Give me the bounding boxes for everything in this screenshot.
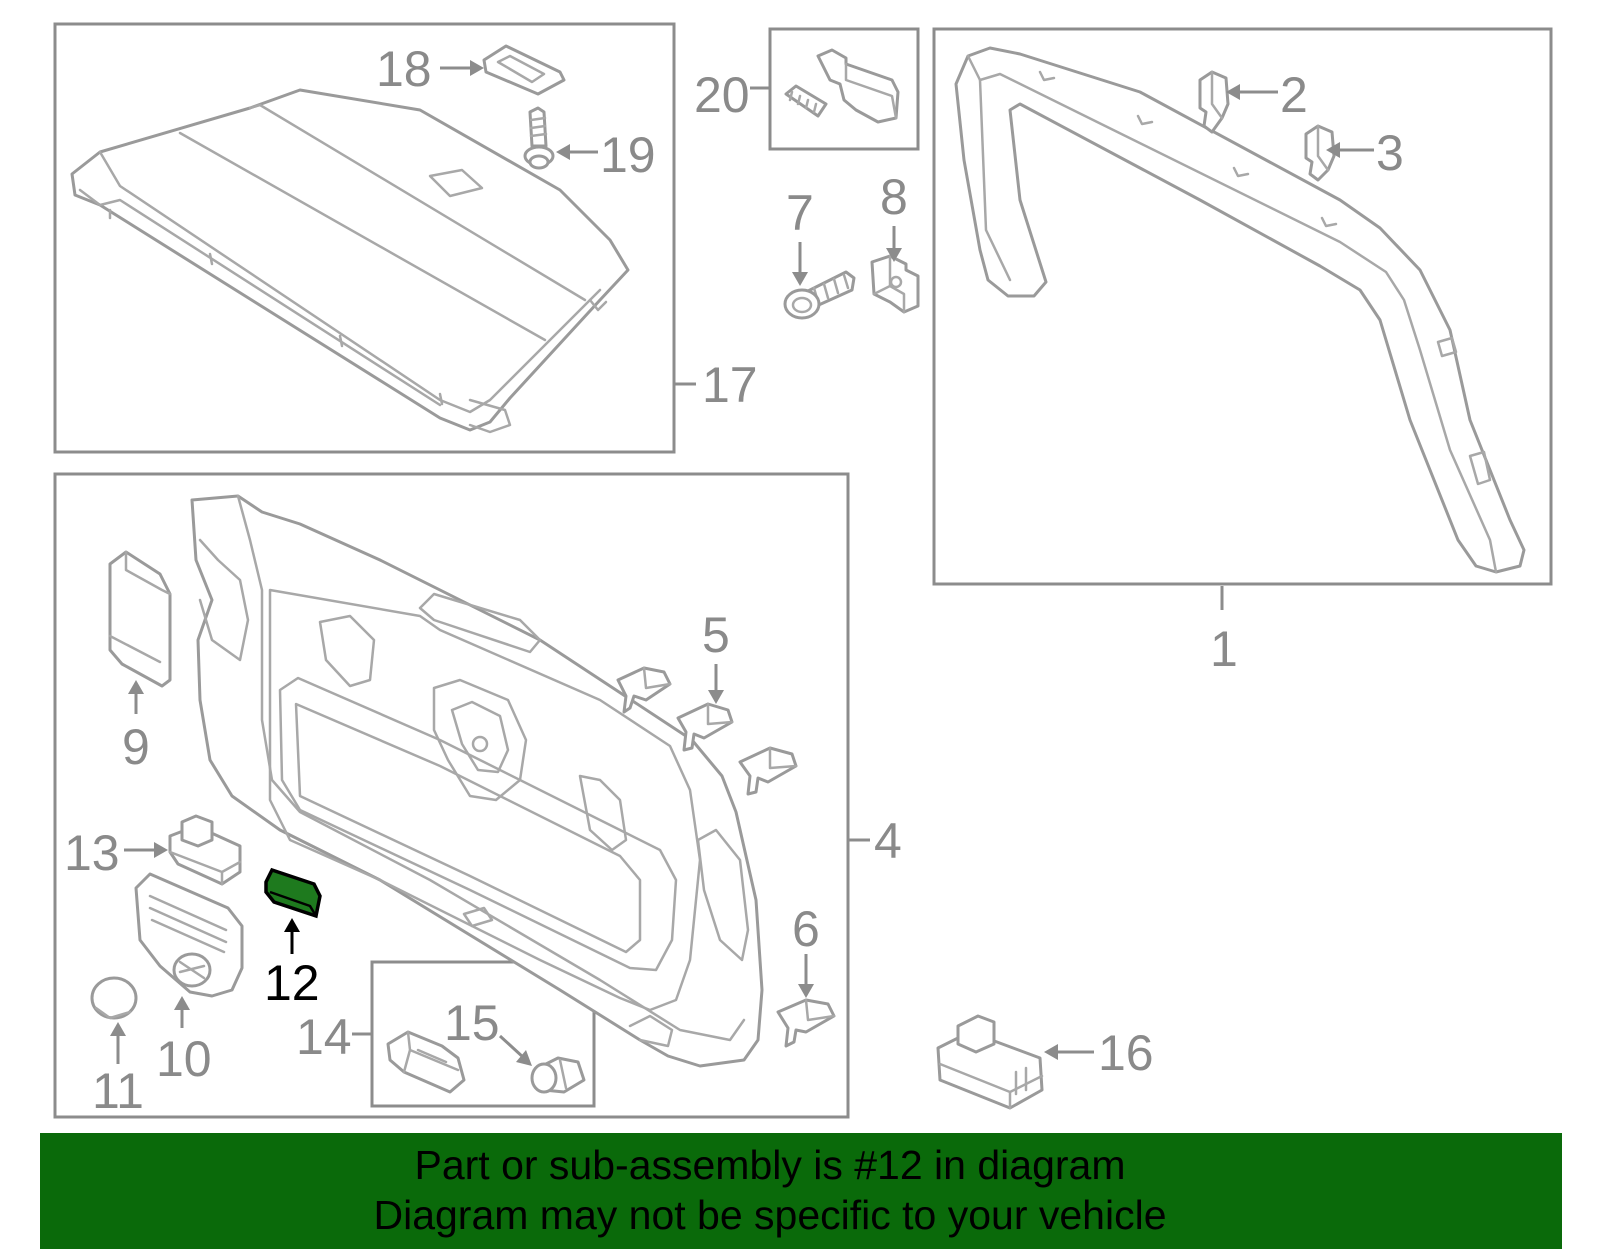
box-cargo-cover — [53, 22, 676, 454]
callout-7: 7 — [786, 185, 814, 241]
part-6-clip-drawing — [776, 998, 836, 1048]
part-8-nut-clip-drawing — [870, 254, 920, 314]
callout-14: 14 — [296, 1009, 352, 1065]
callout-5: 5 — [702, 607, 730, 663]
banner-line-disclaimer: Diagram may not be specific to your vehi… — [373, 1192, 1167, 1238]
part-16-lamp-drawing — [936, 1014, 1044, 1110]
callout-2: 2 — [1280, 67, 1308, 123]
part-10-handle-cover-drawing — [134, 872, 244, 998]
callout-6: 6 — [792, 901, 820, 957]
leader-15 — [498, 1034, 526, 1060]
callout-15: 15 — [444, 995, 500, 1051]
callout-13: 13 — [64, 825, 120, 881]
callout-3: 3 — [1376, 125, 1404, 181]
weatherstrip-drawing — [954, 46, 1526, 574]
callout-4: 4 — [874, 813, 902, 869]
banner-line-part-number: Part or sub-assembly is #12 in diagram — [414, 1142, 1126, 1188]
liftgate-trim-panel-drawing — [190, 494, 764, 1068]
part-13-switch-drawing — [168, 814, 242, 886]
callout-10: 10 — [156, 1031, 212, 1087]
box-weatherstrip — [932, 27, 1553, 586]
part-2-clip-drawing — [1198, 70, 1230, 134]
part-9-cover-drawing — [108, 550, 172, 688]
callout-9: 9 — [122, 719, 150, 775]
callout-8: 8 — [880, 169, 908, 225]
callout-11: 11 — [92, 1063, 144, 1119]
callout-1: 1 — [1210, 621, 1238, 677]
part-15-bulb-drawing — [530, 1056, 586, 1094]
part-11-plug-drawing — [90, 976, 138, 1020]
part-3-clip-drawing — [1304, 124, 1336, 182]
callout-19: 19 — [600, 127, 656, 183]
cargo-cover-drawing — [70, 88, 630, 434]
part-18-pad-drawing — [482, 44, 566, 96]
callout-17: 17 — [702, 357, 758, 413]
part-14-lamp-drawing — [386, 1030, 466, 1094]
part-5-clips-drawing — [616, 666, 798, 796]
info-banner: Part or sub-assembly is #12 in diagram D… — [40, 1133, 1562, 1249]
part-19-screw-drawing — [523, 106, 555, 170]
callout-12: 12 — [264, 955, 320, 1011]
part-12-pad-drawing — [264, 867, 322, 919]
callout-20: 20 — [694, 67, 750, 123]
part-7-bolt-drawing — [783, 270, 856, 320]
callout-18: 18 — [376, 41, 432, 97]
box-liftgate-trim — [53, 472, 850, 1119]
part-20-clip-drawing — [784, 48, 900, 124]
callout-16: 16 — [1098, 1025, 1154, 1081]
